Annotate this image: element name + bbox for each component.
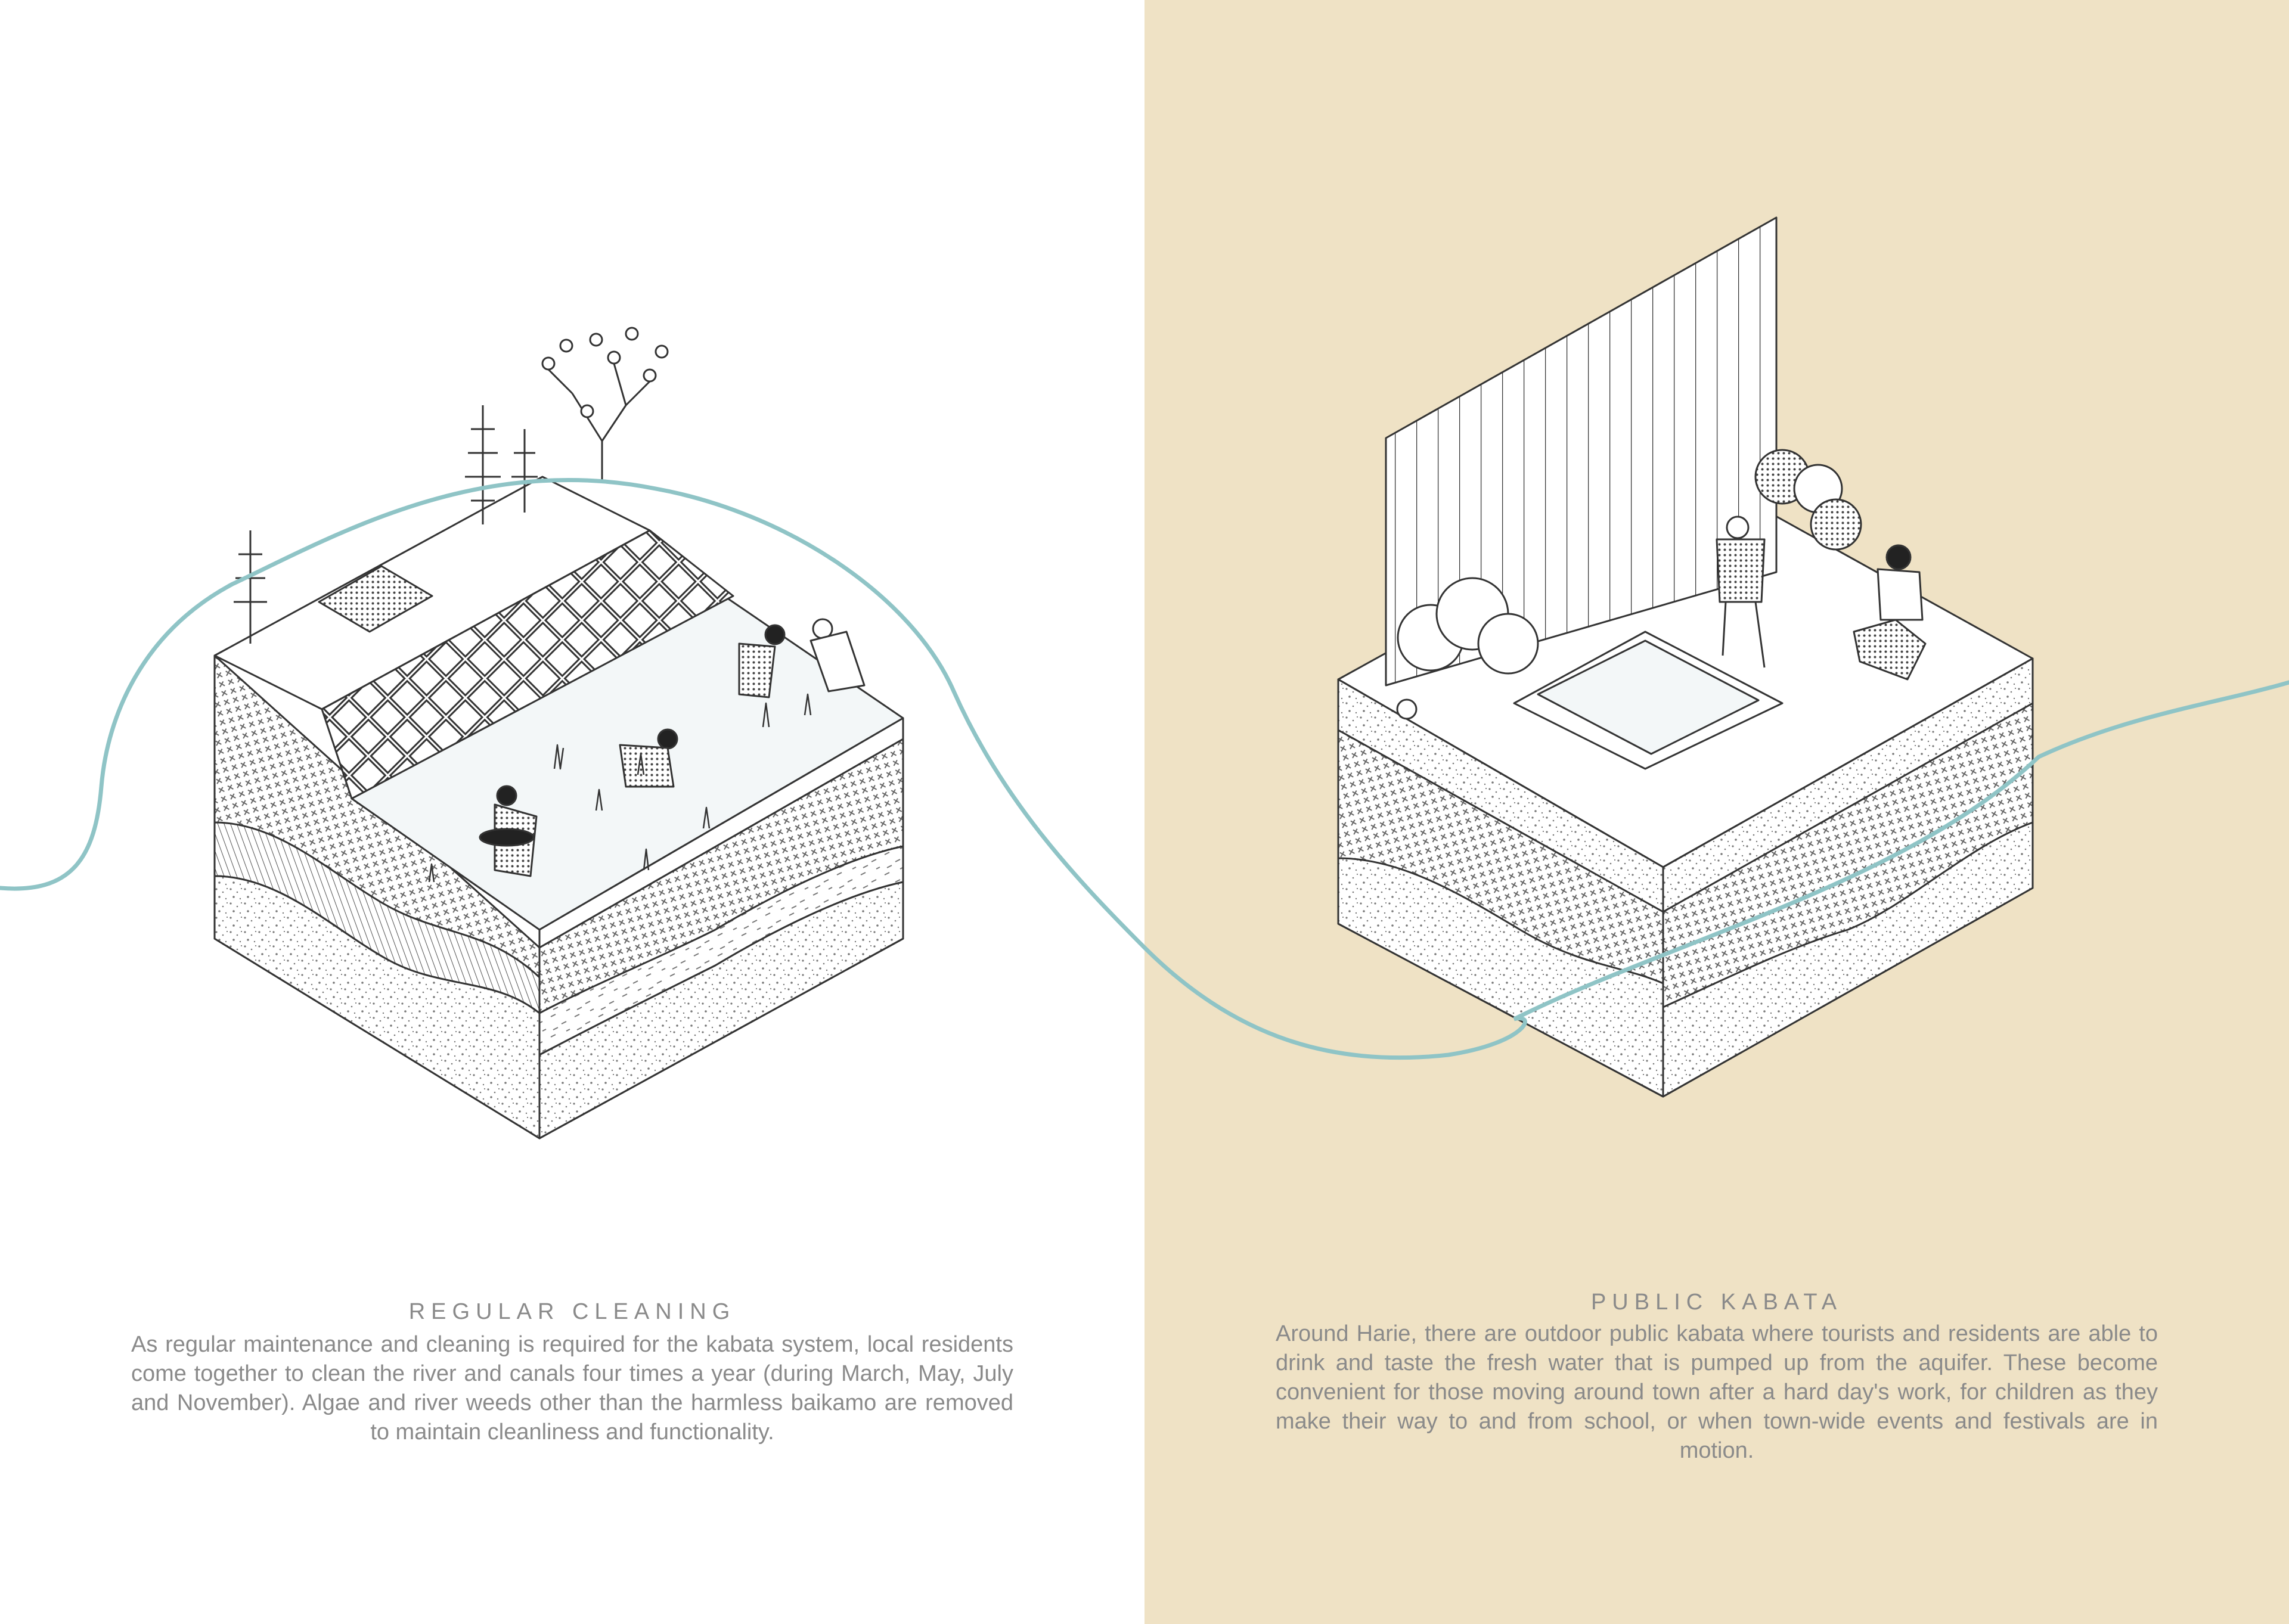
kabata-right-face-stipple-layer [1662, 821, 2034, 1098]
lattice-retaining-wall [321, 529, 734, 800]
planter-box [318, 565, 433, 633]
bare-tree [541, 327, 669, 483]
canal-rim-front [538, 717, 904, 949]
regular-cleaning-title: REGULAR CLEANING [408, 1299, 736, 1324]
slatted-fence [1385, 216, 1778, 687]
left-block-right-face-stipple-layer [538, 881, 904, 1139]
public-kabata-body: Around Harie, there are outdoor public k… [1276, 1321, 2158, 1463]
canal-cleaning-illustration [213, 327, 904, 1139]
conifer-tree [234, 405, 538, 644]
worker-figures [479, 618, 866, 877]
public-kabata-title: PUBLIC KABATA [1590, 1290, 1843, 1315]
river-weeds [428, 693, 812, 883]
regular-cleaning-body: As regular maintenance and cleaning is r… [131, 1332, 1013, 1445]
kabata-water [1537, 639, 1760, 755]
shrubs [1397, 449, 1862, 675]
kabata-left-face-stipple-layer [1337, 857, 1664, 1098]
kabata-figures [1716, 516, 1927, 681]
public-kabata-illustration [1337, 216, 2034, 1098]
kabata-right-face-concrete [1662, 657, 2034, 913]
pipe-outlet [1396, 698, 1418, 720]
left-block-left-face-stipple-layer [213, 875, 541, 1139]
water-flow-line [0, 478, 2289, 1060]
